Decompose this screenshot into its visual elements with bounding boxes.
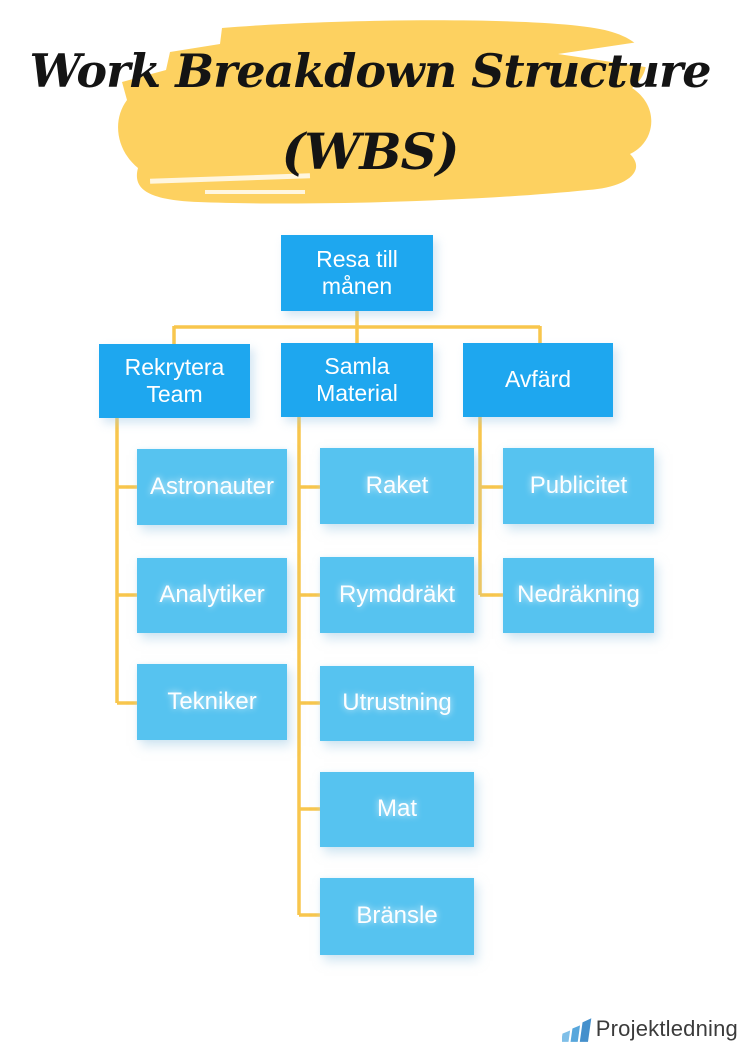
wbs-node-tekniker: Tekniker: [137, 664, 287, 740]
wbs-node-analytiker: Analytiker: [137, 558, 287, 633]
bar-chart-icon: [562, 1018, 592, 1042]
projektledning-logo: Projektledning: [562, 1008, 738, 1042]
connector-branch-rekrytera: [115, 417, 138, 705]
wbs-node-utrustning: Utrustning: [320, 666, 474, 741]
wbs-node-rekrytera-team: Rekrytera Team: [99, 344, 250, 418]
wbs-node-mat: Mat: [320, 772, 474, 847]
connector-root-to-level2: [172, 311, 542, 345]
connector-branch-samla: [297, 416, 321, 917]
connector-branch-avfard: [478, 416, 504, 597]
wbs-node-publicitet: Publicitet: [503, 448, 654, 524]
wbs-node-astronauter: Astronauter: [137, 449, 287, 525]
wbs-node-rymddrakt: Rymddräkt: [320, 557, 474, 633]
brush-stroke: [118, 20, 652, 204]
wbs-node-samla-material: Samla Material: [281, 343, 433, 417]
wbs-node-raket: Raket: [320, 448, 474, 524]
logo-text: Projektledning: [595, 1016, 738, 1041]
wbs-node-bransle: Bränsle: [320, 878, 474, 955]
wbs-node-avfard: Avfärd: [463, 343, 613, 417]
wbs-node-root: Resa till månen: [281, 235, 433, 311]
wbs-node-nedrakning: Nedräkning: [503, 558, 654, 633]
